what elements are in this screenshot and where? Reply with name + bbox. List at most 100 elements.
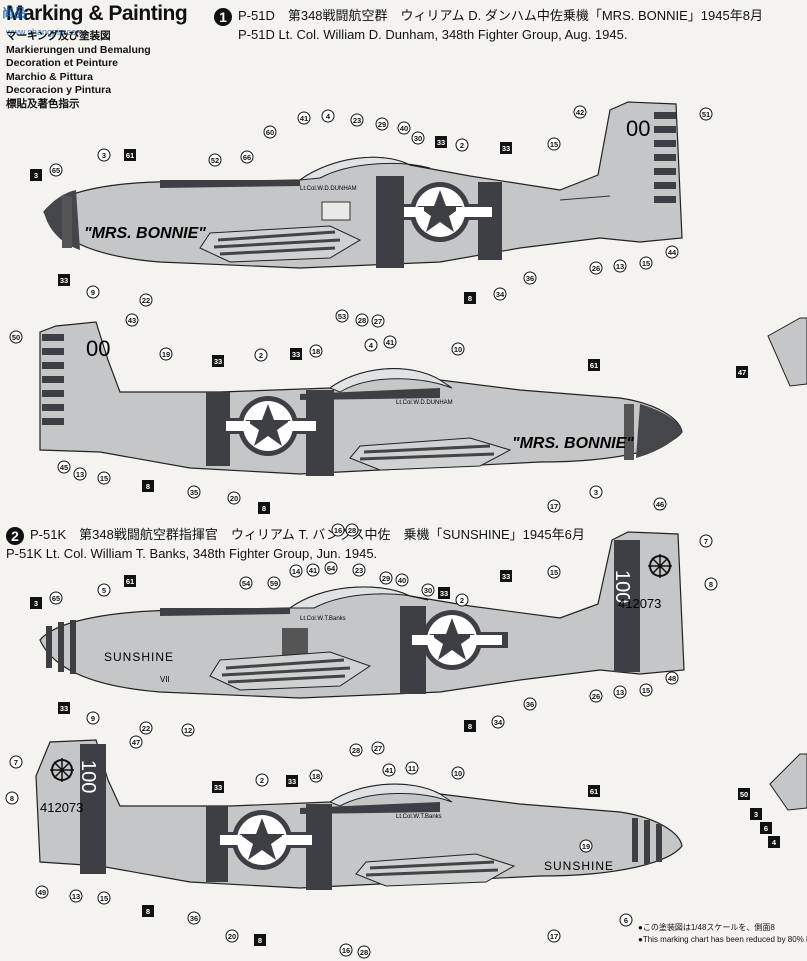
callout-box bbox=[290, 348, 302, 360]
callout-circle bbox=[613, 259, 627, 273]
callout-number: 12 bbox=[184, 726, 192, 735]
callout-number: 41 bbox=[300, 114, 308, 123]
callout-number: 5 bbox=[102, 586, 106, 595]
callout-circle bbox=[97, 148, 111, 162]
pilot-name-2: Lt.Col.W.D.DUNHAM bbox=[396, 400, 453, 406]
section-2-en: P-51K Lt. Col. William T. Banks, 348th F… bbox=[6, 545, 378, 561]
callout-number: 16 bbox=[342, 946, 350, 955]
callout-box bbox=[588, 359, 600, 371]
callout-number: 8 bbox=[709, 580, 713, 589]
callout-marker: 53 bbox=[335, 309, 349, 323]
callout-circle bbox=[589, 485, 603, 499]
callout-circle bbox=[350, 113, 364, 127]
callout-circle bbox=[355, 313, 369, 327]
callout-marker: 8 bbox=[142, 905, 154, 917]
callout-number: 13 bbox=[616, 262, 624, 271]
callout-number: 40 bbox=[398, 576, 406, 585]
callout-number: 35 bbox=[190, 488, 198, 497]
callout-circle bbox=[699, 534, 713, 548]
callout-marker: 13 bbox=[613, 685, 627, 699]
callout-marker: 3 bbox=[97, 148, 111, 162]
callout-circle bbox=[451, 342, 465, 356]
tail-serial-1: 412073 bbox=[618, 596, 661, 611]
callout-number: 11 bbox=[408, 764, 416, 773]
callout-marker: 18 bbox=[309, 344, 323, 358]
tail-code-4: 100 bbox=[77, 760, 99, 793]
callout-marker: 9 bbox=[86, 711, 100, 725]
callout-circle bbox=[73, 467, 87, 481]
callout-number: 29 bbox=[382, 574, 390, 583]
section-1-jp: P-51D 第348戦闘航空群 ウィリアム D. ダンハム中佐乗機「MRS. B… bbox=[238, 8, 763, 23]
callout-marker: 8 bbox=[142, 480, 154, 492]
callout-number: 22 bbox=[142, 296, 150, 305]
section-2-jp: P-51K 第348戦闘航空群指揮官 ウィリアム T. バンクス中佐 乗機「SU… bbox=[30, 527, 585, 542]
callout-marker: 33 bbox=[212, 781, 224, 793]
callout-marker: 4 bbox=[768, 836, 780, 848]
callout-circle bbox=[309, 769, 323, 783]
callout-circle bbox=[547, 137, 561, 151]
callout-marker: 3 bbox=[589, 485, 603, 499]
callout-box bbox=[500, 570, 512, 582]
callout-circle bbox=[357, 945, 371, 959]
callout-number: 3 bbox=[34, 599, 38, 608]
callout-number: 47 bbox=[738, 368, 746, 377]
callout-circle bbox=[395, 573, 409, 587]
callout-marker: 65 bbox=[49, 591, 63, 605]
callout-circle bbox=[240, 150, 254, 164]
callout-number: 33 bbox=[440, 589, 448, 598]
callout-circle bbox=[491, 715, 505, 729]
callout-circle bbox=[139, 721, 153, 735]
callout-number: 60 bbox=[266, 128, 274, 137]
nose-art-sunshine-2: SUNSHINE bbox=[544, 859, 614, 873]
callout-circle bbox=[639, 256, 653, 270]
callout-number: 28 bbox=[348, 526, 356, 535]
callout-circle bbox=[579, 839, 593, 853]
group-mark-1: VII bbox=[160, 675, 170, 684]
callout-marker: 34 bbox=[491, 715, 505, 729]
callout-marker: 15 bbox=[639, 683, 653, 697]
callout-marker: 15 bbox=[547, 565, 561, 579]
callout-marker: 23 bbox=[352, 563, 366, 577]
callout-number: 2 bbox=[460, 141, 464, 150]
callout-circle bbox=[421, 583, 435, 597]
callout-marker: 33 bbox=[438, 587, 450, 599]
callout-marker: 28 bbox=[349, 743, 363, 757]
section-1-en: P-51D Lt. Col. William D. Dunham, 348th … bbox=[238, 26, 628, 42]
callout-marker: 16 bbox=[331, 523, 345, 537]
callout-number: 10 bbox=[454, 345, 462, 354]
callout-marker: 66 bbox=[240, 150, 254, 164]
callout-marker: 61 bbox=[124, 575, 136, 587]
callout-box bbox=[750, 808, 762, 820]
callout-circle bbox=[523, 271, 537, 285]
callout-number: 41 bbox=[385, 766, 393, 775]
callout-marker: 6 bbox=[619, 913, 633, 927]
callout-circle bbox=[639, 683, 653, 697]
callout-number: 36 bbox=[526, 274, 534, 283]
callout-number: 33 bbox=[437, 138, 445, 147]
callout-box bbox=[142, 480, 154, 492]
callout-marker: 20 bbox=[227, 491, 241, 505]
callout-number: 13 bbox=[76, 470, 84, 479]
callout-marker: 64 bbox=[324, 561, 338, 575]
callout-marker: 19 bbox=[159, 347, 173, 361]
callout-circle bbox=[547, 565, 561, 579]
callout-marker: 65 bbox=[49, 163, 63, 177]
callout-number: 15 bbox=[642, 259, 650, 268]
callout-number: 52 bbox=[211, 156, 219, 165]
callout-number: 41 bbox=[309, 566, 317, 575]
callout-circle bbox=[455, 138, 469, 152]
callout-number: 15 bbox=[550, 568, 558, 577]
callout-marker: 30 bbox=[421, 583, 435, 597]
callout-marker: 40 bbox=[395, 573, 409, 587]
callout-number: 18 bbox=[312, 347, 320, 356]
language-item: 標貼及著色指示 bbox=[6, 97, 80, 110]
callout-circle bbox=[5, 791, 19, 805]
callout-number: 9 bbox=[91, 288, 95, 297]
callout-box bbox=[588, 785, 600, 797]
callout-marker: 60 bbox=[263, 125, 277, 139]
language-item: Markierungen und Bemalung bbox=[6, 43, 151, 56]
